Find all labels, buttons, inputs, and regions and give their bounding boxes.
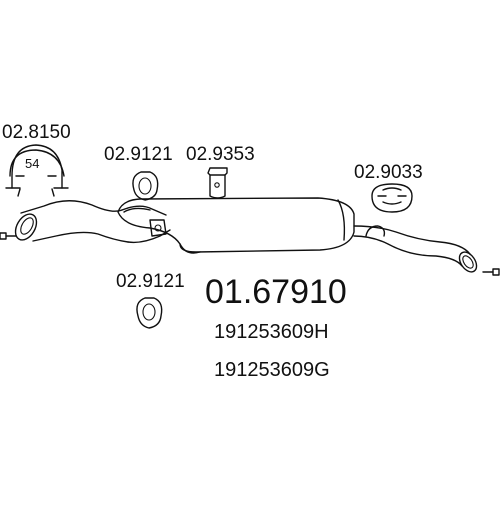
label-hanger: 02.9353 [186,144,255,165]
label-clamp: 02.8150 [2,122,71,143]
exhaust-muffler-icon [14,197,478,273]
gasket-icon [132,171,159,201]
hanger-icon [207,167,228,199]
label-gasket-bottom: 02.9121 [116,271,185,292]
rubber-mount-icon [371,183,413,213]
clamp-icon: 54 [5,144,69,197]
label-rubber-mount: 02.9033 [354,162,423,183]
pipe-end-right-icon [482,268,500,276]
oem-number-1: 191253609H [214,321,329,343]
clamp-size-label: 54 [25,156,39,171]
oem-number-2: 191253609G [214,359,330,381]
pipe-end-left-icon [0,232,17,240]
label-gasket-top: 02.9121 [104,144,173,165]
gasket-bottom-icon [136,297,163,329]
main-part-number: 01.67910 [205,273,347,311]
